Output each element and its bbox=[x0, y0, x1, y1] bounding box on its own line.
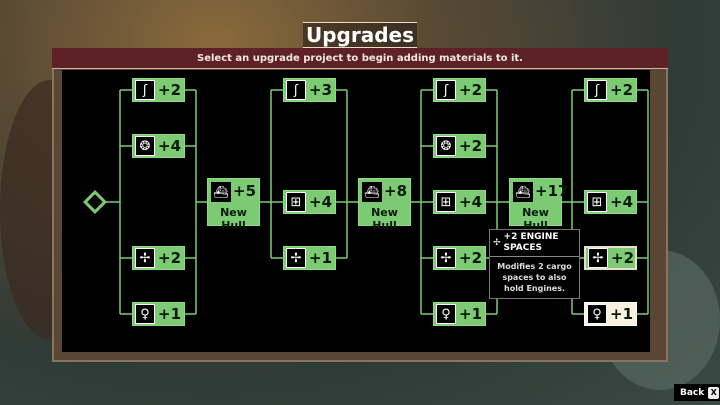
upgrade-value: +4 bbox=[459, 193, 483, 211]
upgrade-node[interactable]: ❂+4 bbox=[132, 134, 185, 158]
net-icon: ❂ bbox=[436, 136, 456, 156]
hook-icon: ʃ bbox=[436, 80, 456, 100]
upgrade-value: +4 bbox=[158, 137, 182, 155]
upgrade-node[interactable]: ♀+1 bbox=[433, 302, 486, 326]
storage-icon: ⊞ bbox=[436, 192, 456, 212]
hook-icon: ʃ bbox=[587, 80, 607, 100]
upgrade-value: +2 bbox=[459, 137, 483, 155]
light-icon: ♀ bbox=[587, 304, 607, 324]
upgrade-value: +1 bbox=[309, 249, 333, 267]
upgrade-node[interactable]: ❂+2 bbox=[433, 134, 486, 158]
ship-icon: ⛴ bbox=[513, 182, 533, 202]
engine-icon: ✢ bbox=[286, 248, 306, 268]
upgrade-node[interactable]: ✢+2 bbox=[584, 246, 637, 270]
instruction-banner: Select an upgrade project to begin addin… bbox=[52, 48, 668, 69]
hull-value: +5 bbox=[233, 182, 257, 200]
upgrade-value: +2 bbox=[459, 249, 483, 267]
hull-label: New Hull bbox=[371, 206, 398, 232]
tooltip-body: Modifies 2 cargo spaces to also hold Eng… bbox=[497, 262, 572, 293]
light-icon: ♀ bbox=[436, 304, 456, 324]
hull-label: New Hull bbox=[522, 206, 549, 232]
upgrade-node[interactable]: ʃ+3 bbox=[283, 78, 336, 102]
upgrade-node[interactable]: ✢+2 bbox=[433, 246, 486, 270]
upgrade-value: +3 bbox=[309, 81, 333, 99]
ship-icon: ⛴ bbox=[211, 182, 231, 202]
upgrade-node[interactable]: ʃ+2 bbox=[433, 78, 486, 102]
back-label: Back bbox=[680, 387, 705, 398]
upgrade-value: +2 bbox=[611, 249, 635, 267]
upgrade-value: +2 bbox=[610, 81, 634, 99]
upgrade-node[interactable]: ⊞+4 bbox=[283, 190, 336, 214]
engine-icon: ✢ bbox=[493, 237, 501, 248]
hull-value: +8 bbox=[384, 182, 408, 200]
hull-label: New Hull bbox=[220, 206, 247, 232]
upgrade-value: +2 bbox=[158, 81, 182, 99]
hull-value: +17 bbox=[535, 182, 569, 200]
upgrade-node[interactable]: ⊞+4 bbox=[433, 190, 486, 214]
net-icon: ❂ bbox=[135, 136, 155, 156]
upgrade-value: +2 bbox=[158, 249, 182, 267]
upgrade-node[interactable]: ✢+1 bbox=[283, 246, 336, 270]
upgrade-node[interactable]: ✢+2 bbox=[132, 246, 185, 270]
upgrade-value: +2 bbox=[459, 81, 483, 99]
x-key-icon: X bbox=[708, 386, 720, 399]
upgrade-value: +4 bbox=[610, 193, 634, 211]
upgrade-tooltip: ✢+2 ENGINE SPACES Modifies 2 cargo space… bbox=[489, 229, 580, 299]
upgrade-value: +1 bbox=[610, 305, 634, 323]
storage-icon: ⊞ bbox=[587, 192, 607, 212]
hook-icon: ʃ bbox=[135, 80, 155, 100]
upgrade-node[interactable]: ♀+1 bbox=[584, 302, 637, 326]
engine-icon: ✢ bbox=[135, 248, 155, 268]
engine-icon: ✢ bbox=[436, 248, 456, 268]
tree-connectors bbox=[82, 89, 649, 315]
light-icon: ♀ bbox=[135, 304, 155, 324]
upgrade-node[interactable]: ʃ+2 bbox=[132, 78, 185, 102]
storage-icon: ⊞ bbox=[286, 192, 306, 212]
upgrade-value: +1 bbox=[158, 305, 182, 323]
upgrade-node[interactable]: ♀+1 bbox=[132, 302, 185, 326]
upgrade-value: +4 bbox=[309, 193, 333, 211]
hook-icon: ʃ bbox=[286, 80, 306, 100]
tooltip-title: +2 ENGINE SPACES bbox=[503, 232, 559, 253]
start-diamond-icon bbox=[82, 189, 108, 215]
engine-icon: ✢ bbox=[588, 248, 608, 268]
upgrade-node[interactable]: ⊞+4 bbox=[584, 190, 637, 214]
upgrade-value: +1 bbox=[459, 305, 483, 323]
ship-icon: ⛴ bbox=[362, 182, 382, 202]
page-title: Upgrades bbox=[303, 22, 417, 48]
upgrade-node[interactable]: ʃ+2 bbox=[584, 78, 637, 102]
